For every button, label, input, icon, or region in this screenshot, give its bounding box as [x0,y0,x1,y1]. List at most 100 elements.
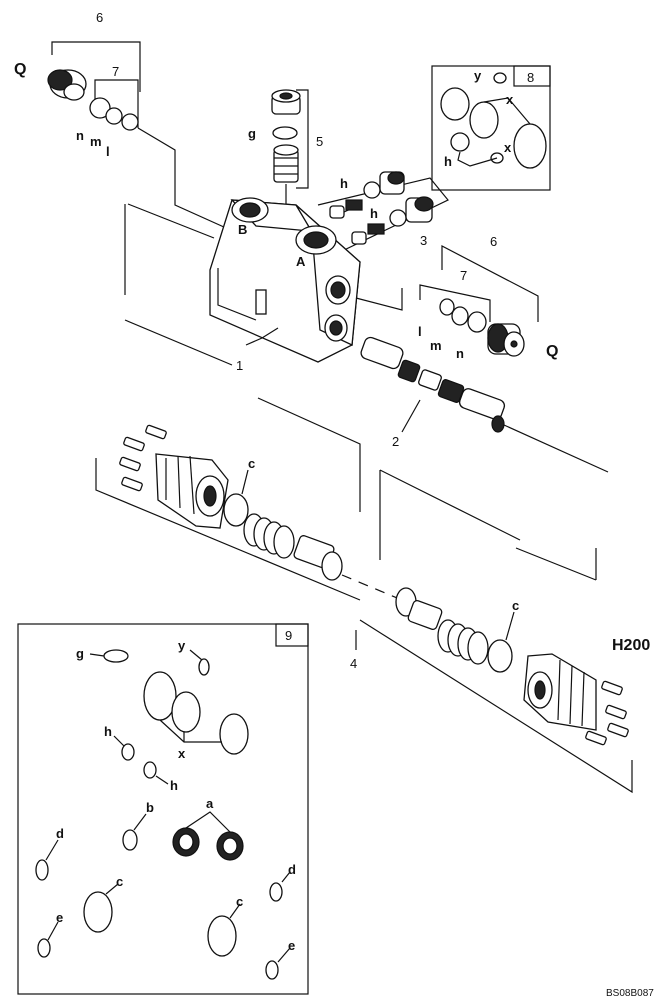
label-h-top2: h [370,206,378,221]
seal-h9a [121,743,135,761]
end-cap-left [155,453,229,529]
relief-valve-b [351,196,434,245]
leader-a9 [185,811,231,833]
seal-x9a [143,671,177,721]
label-e9-right: e [288,938,295,953]
bracket-4-left [95,458,361,601]
valve-5 [273,144,299,183]
seal-l-left [121,113,139,131]
label-x9: x [178,746,186,761]
leader-e9a [47,921,59,941]
valve-body [209,197,361,363]
label-4: 4 [350,656,357,671]
leader-y9 [189,649,203,661]
spool-dash-axis [341,574,403,601]
bracket-4-right-diag [515,547,597,581]
label-x8-bottom: x [504,140,512,155]
leader-c-right [505,611,515,641]
seal-g9 [103,649,129,663]
bracket-5 [296,89,309,189]
seal-x9c [219,713,249,755]
relief-valve-a [329,171,405,219]
spring-right [437,619,489,665]
label-h9-top: h [104,724,112,739]
leader-c9b [229,903,241,919]
label-kit-8: 8 [527,70,534,85]
label-g9: g [76,646,84,661]
seal-c9a [83,891,113,933]
label-y9: y [178,638,186,653]
label-g-top: g [248,126,256,141]
seal-x9b [171,691,201,733]
label-d9-right: d [288,862,296,877]
ring-m-left [105,107,123,125]
label-l-right: l [418,324,422,339]
bracket-6b [441,245,539,322]
kit-8-number-box [513,65,551,87]
spring-left [243,513,295,559]
label-port-a: A [296,254,306,269]
leader-d9b [281,871,291,883]
label-c-right: c [512,598,519,613]
label-5: 5 [316,134,323,149]
bracket-4-top [257,397,361,512]
label-b9: b [146,800,154,815]
seal-d9a [35,859,49,881]
leader-c-left [241,469,249,495]
bracket-7a [94,79,139,128]
seal-d9b [269,882,283,902]
seal-8a [440,87,470,121]
label-q-left: Q [14,61,26,78]
seal-l-right [439,298,455,316]
seal-y9 [198,658,210,676]
bracket-7b [419,284,491,322]
label-n-right: n [456,346,464,361]
label-kit-9: 9 [285,628,292,643]
kit-8-box [431,65,551,191]
bracket-1-top [127,203,215,239]
label-h8: h [444,154,452,169]
label-6-left: 6 [96,10,103,25]
label-model-h200: H200 [612,637,650,654]
bolts-right [585,680,629,746]
spring-seat-left [293,535,343,581]
label-h9-bottom: h [170,778,178,793]
seal-b9 [122,829,138,851]
label-2: 2 [392,434,399,449]
spool-axis [503,424,609,473]
leader-8-h [457,151,498,167]
seal-c-left [223,493,249,527]
seal-h9b [143,761,157,779]
backup-rings-a9 [172,827,244,861]
seal-8-h [450,132,470,152]
plug-q-right [487,323,525,357]
bracket-4-bottom [359,619,633,794]
leader-e9b [277,947,291,963]
seal-n-left [89,97,111,119]
leader-b9 [133,813,147,831]
label-h-top1: h [340,176,348,191]
label-7-left: 7 [112,64,119,79]
seal-8-y [493,72,507,84]
bolts-left [119,424,167,492]
kit-9-number-box [275,623,309,647]
leader-g9 [89,653,105,657]
bracket-1-bottom [124,319,233,366]
seal-g-top [272,126,298,140]
label-m-left: m [90,134,102,149]
seal-e9b [265,960,279,980]
spring-seat-right [395,587,443,630]
leader-right-to-body [355,288,403,311]
leader-h9b [155,775,169,785]
leader-1 [245,327,279,346]
label-6-right: 6 [490,234,497,249]
label-x8-top: x [506,92,514,107]
label-q-right: Q [546,343,558,360]
seal-c9b [207,915,237,957]
label-3: 3 [420,233,427,248]
drawing-code: BS08B087 [606,988,654,999]
seal-8b [469,101,499,139]
label-y8: y [474,68,482,83]
plug-q-left [47,69,87,101]
